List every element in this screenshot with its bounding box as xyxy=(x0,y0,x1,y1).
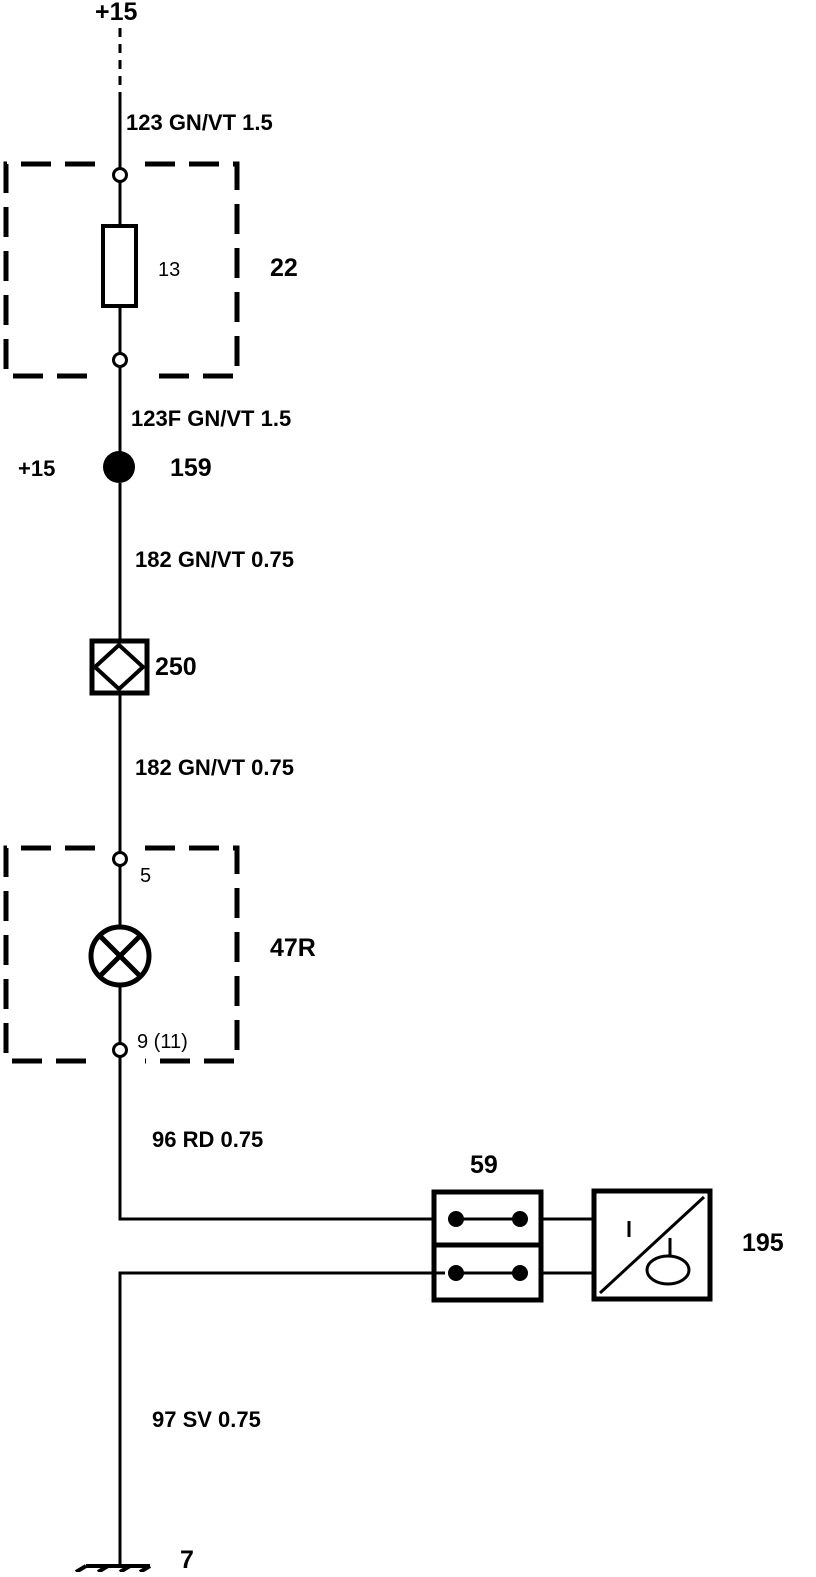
fuse-number-label: 13 xyxy=(158,259,180,281)
lamp-pin-top-label: 5 xyxy=(140,865,151,887)
connector-250: 250 xyxy=(89,638,197,696)
lamp-terminal-bottom xyxy=(112,1042,128,1058)
fuse-terminal-bottom xyxy=(112,352,128,368)
lamp-terminal-top xyxy=(112,851,128,867)
splice-id-label: 159 xyxy=(170,454,212,482)
pressure-switch-icon xyxy=(645,1254,691,1286)
connector-59-pin-1 xyxy=(448,1211,464,1227)
connector-59-pin-2 xyxy=(512,1211,528,1227)
wire-96 xyxy=(118,1057,445,1221)
ground-id-label: 7 xyxy=(180,1546,194,1572)
lamp-box-border-left xyxy=(3,845,95,1064)
ground-7: 7 xyxy=(74,1546,194,1574)
connector-diamond-icon xyxy=(92,642,146,692)
connector-59: 59 xyxy=(431,1151,544,1303)
wire-label-97: 97 SV 0.75 xyxy=(152,1407,261,1432)
connector-59-pin-3 xyxy=(448,1265,464,1281)
switch-diagonal xyxy=(598,1195,706,1295)
wire-label-182-lower: 182 GN/VT 0.75 xyxy=(135,755,294,780)
lamp-pin-bottom-label: 9 (11) xyxy=(137,1031,188,1053)
fuse-box-border-right xyxy=(145,161,240,379)
fuse-icon xyxy=(101,224,138,308)
wire-label-96: 96 RD 0.75 xyxy=(152,1127,263,1152)
wire-label-123: 123 GN/VT 1.5 xyxy=(126,110,273,135)
ground-hatch-2 xyxy=(96,1564,110,1574)
ground-hatch-4 xyxy=(138,1564,152,1574)
wire-label-123f: 123F GN/VT 1.5 xyxy=(131,406,291,431)
lamp-box-id-label: 47R xyxy=(270,934,316,962)
fuse-box-border-left xyxy=(3,161,95,379)
switch-195: 195 xyxy=(591,1188,784,1302)
ground-hatch-1 xyxy=(74,1564,88,1574)
lamp-cross-b xyxy=(98,934,142,978)
fuse-terminal-top xyxy=(112,167,128,183)
ground-hatch-3 xyxy=(118,1564,132,1574)
connector-250-label: 250 xyxy=(155,653,197,681)
fuse-box-id-label: 22 xyxy=(270,254,298,282)
fuse-box-22: 13 22 xyxy=(3,161,298,379)
lamp-box-border-right xyxy=(145,845,240,1064)
wire-97 xyxy=(118,1271,445,1565)
connector-59-label: 59 xyxy=(470,1151,498,1179)
supply-label-top: +15 xyxy=(95,0,138,26)
connector-59-pin-4 xyxy=(512,1265,528,1281)
wire-label-182-upper: 182 GN/VT 0.75 xyxy=(135,547,294,572)
lamp-box-47r: 5 9 (11) 47R xyxy=(3,845,316,1064)
splice-159-dot xyxy=(103,451,135,483)
splice-supply-label: +15 xyxy=(18,456,55,481)
switch-195-label: 195 xyxy=(742,1229,784,1257)
